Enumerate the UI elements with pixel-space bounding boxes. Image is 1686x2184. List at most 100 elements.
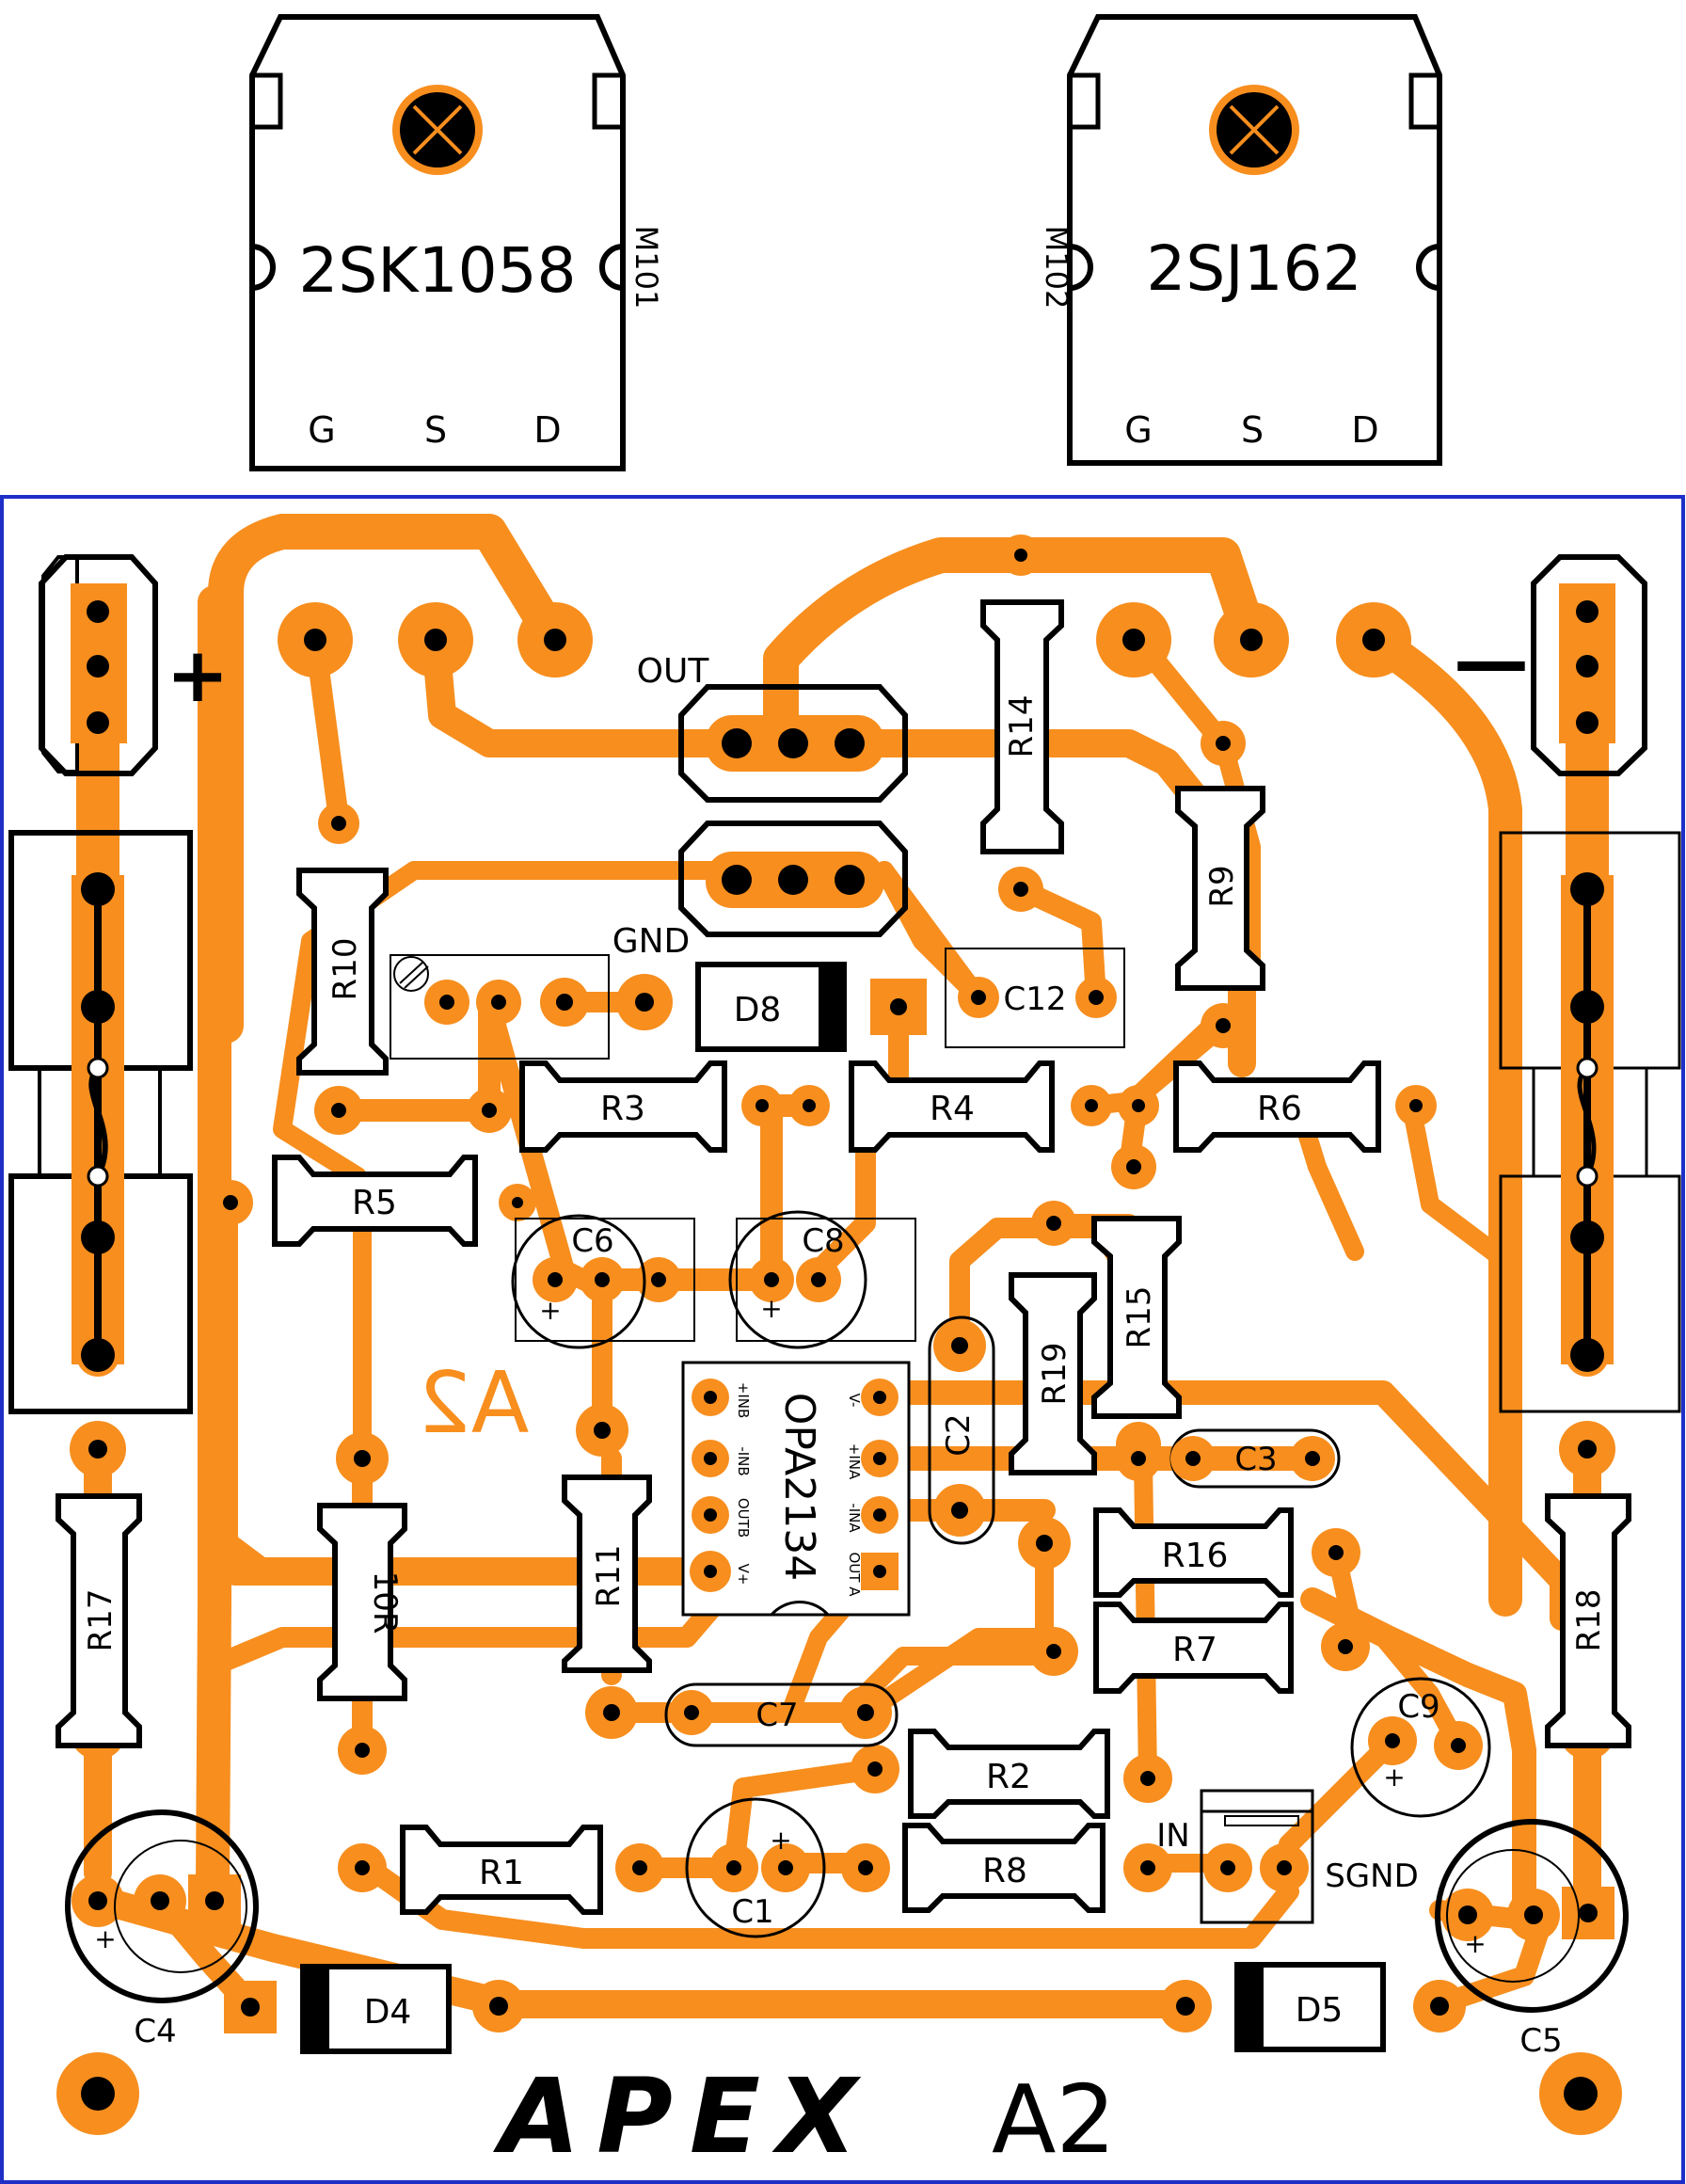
label-10r: 10R [366,1571,404,1634]
ic-pin-ina-plus: +INA [846,1443,863,1480]
ic-pin-inb-plus: +INB [735,1382,752,1419]
capacitor-c1: C1 + [685,1797,826,1938]
label-r9: R10 [326,938,364,1001]
power-connector-left [39,554,158,776]
ic-pin-inb-minus: -INB [735,1446,752,1475]
label-c3: C3 [1234,1441,1277,1478]
diode-d4: D4 [300,1964,452,2054]
c1-plus: + [770,1825,791,1856]
transistor-left-ref: M101 [628,226,664,310]
transistor-left: 2SK1058 M101 G S D [249,14,664,471]
transistor-left-pin-d: D [533,409,561,451]
gnd-label: GND [612,922,691,961]
capacitor-c2: C2 [928,1315,995,1545]
label-c4: C4 [134,2013,176,2050]
transistor-left-pin-s: S [424,409,447,451]
transistor-right-ref: M102 [1039,226,1074,310]
resistor-r15: R15 [1091,1216,1182,1419]
out-label: OUT [637,652,710,691]
transistor-left-pin-g: G [308,409,335,451]
resistor-10r: 10R [317,1503,407,1701]
label-d4: D4 [364,1993,412,2032]
c5-plus: + [1464,1928,1486,1959]
transistor-right-pin-s: S [1241,409,1264,451]
resistor-r5: R5 [272,1155,478,1247]
diode-d8: D8 [695,962,847,1052]
label-r2: R2 [986,1758,1031,1796]
drill-holes [81,549,1598,2111]
transistor-right-pin-d: D [1351,409,1378,451]
c9-plus: + [1383,1762,1405,1793]
label-r5: R5 [352,1184,397,1222]
transistor-right: 2SJ162 M102 G S D [1039,14,1442,466]
label-c1: C1 [731,1893,773,1931]
label-c5: C5 [1519,2022,1562,2060]
resistor-r11: R11 [562,1475,652,1673]
resistor-r17: R17 [56,1493,142,1748]
label-r3: R3 [600,1090,645,1128]
ic-pin-ina-minus: -INA [846,1503,863,1533]
trimmer-potentiometer [390,954,610,1060]
label-r4: R4 [930,1090,975,1128]
transistor-left-part: 2SK1058 [298,234,576,307]
minus-label: — [1454,617,1529,705]
ic-opa2134: OPA2134 +INB -INB OUTB V+ V- +INA -INA O… [681,1361,911,1617]
label-c8: C8 [802,1222,844,1260]
label-r8: R8 [982,1852,1027,1890]
c4-plus: + [94,1923,116,1954]
label-r6: R6 [1257,1090,1302,1128]
capacitor-c7: C7 [664,1682,899,1747]
label-r11: R11 [590,1545,628,1608]
board-outline [0,495,1685,2184]
ic-pin-outb: OUTB [735,1498,752,1538]
ic-pin-vminus: V- [846,1394,863,1408]
label-r1: R1 [479,1854,524,1892]
sgnd-label: SGND [1325,1857,1419,1895]
resistor-r6: R6 [1173,1060,1381,1153]
resistor-r10: R9 [1175,786,1265,991]
resistor-r9: R10 [296,868,389,1076]
gnd-connector [678,821,908,937]
model-label: A2 [992,2064,1116,2175]
label-r7: R7 [1172,1631,1217,1669]
ic-pin-vplus: V+ [735,1564,752,1586]
label-r16: R16 [1162,1537,1229,1575]
resistor-r16: R16 [1093,1507,1294,1598]
plus-label: + [166,631,229,719]
label-c2: C2 [940,1413,978,1456]
resistor-r4: R4 [849,1060,1055,1153]
fuse-holder-left [8,830,193,1414]
capacitor-c3: C3 [1169,1428,1341,1489]
fuse-holder-right [1499,831,1681,1413]
input-connector [1200,1789,1314,1924]
mirrored-board-label: A2 [418,1354,530,1453]
capacitor-c4: + C4 [65,1809,259,2050]
out-connector [678,684,908,803]
capacitor-c12: C12 [945,948,1125,1048]
label-r14: R14 [1003,695,1041,758]
resistor-r14: R14 [980,599,1064,854]
label-c6: C6 [571,1222,613,1260]
capacitor-c8: C8 + [728,1210,916,1349]
transistor-right-part: 2SJ162 [1146,232,1361,305]
resistor-r1: R1 [400,1825,603,1915]
ic-pin-outa: OUT A [846,1553,863,1598]
apex-logo: APEX [492,2056,857,2176]
label-r18: R18 [1570,1589,1608,1652]
resistor-r2: R2 [908,1729,1110,1819]
transistor-right-pin-g: G [1124,409,1152,451]
capacitor-c5: + C5 [1435,1819,1629,2060]
in-label: IN [1156,1817,1189,1855]
label-d8: D8 [734,991,782,1029]
resistor-r18: R18 [1545,1493,1631,1748]
label-r15: R15 [1121,1286,1158,1349]
label-r19: R19 [1036,1343,1074,1406]
resistor-r8: R8 [902,1823,1105,1913]
resistor-r3: R3 [519,1060,727,1153]
power-connector-right [1531,554,1647,776]
capacitor-c6: C6 + [511,1214,695,1349]
label-ic: OPA2134 [775,1393,823,1581]
resistor-r19: R19 [1009,1272,1097,1475]
label-c9: C9 [1397,1688,1439,1726]
